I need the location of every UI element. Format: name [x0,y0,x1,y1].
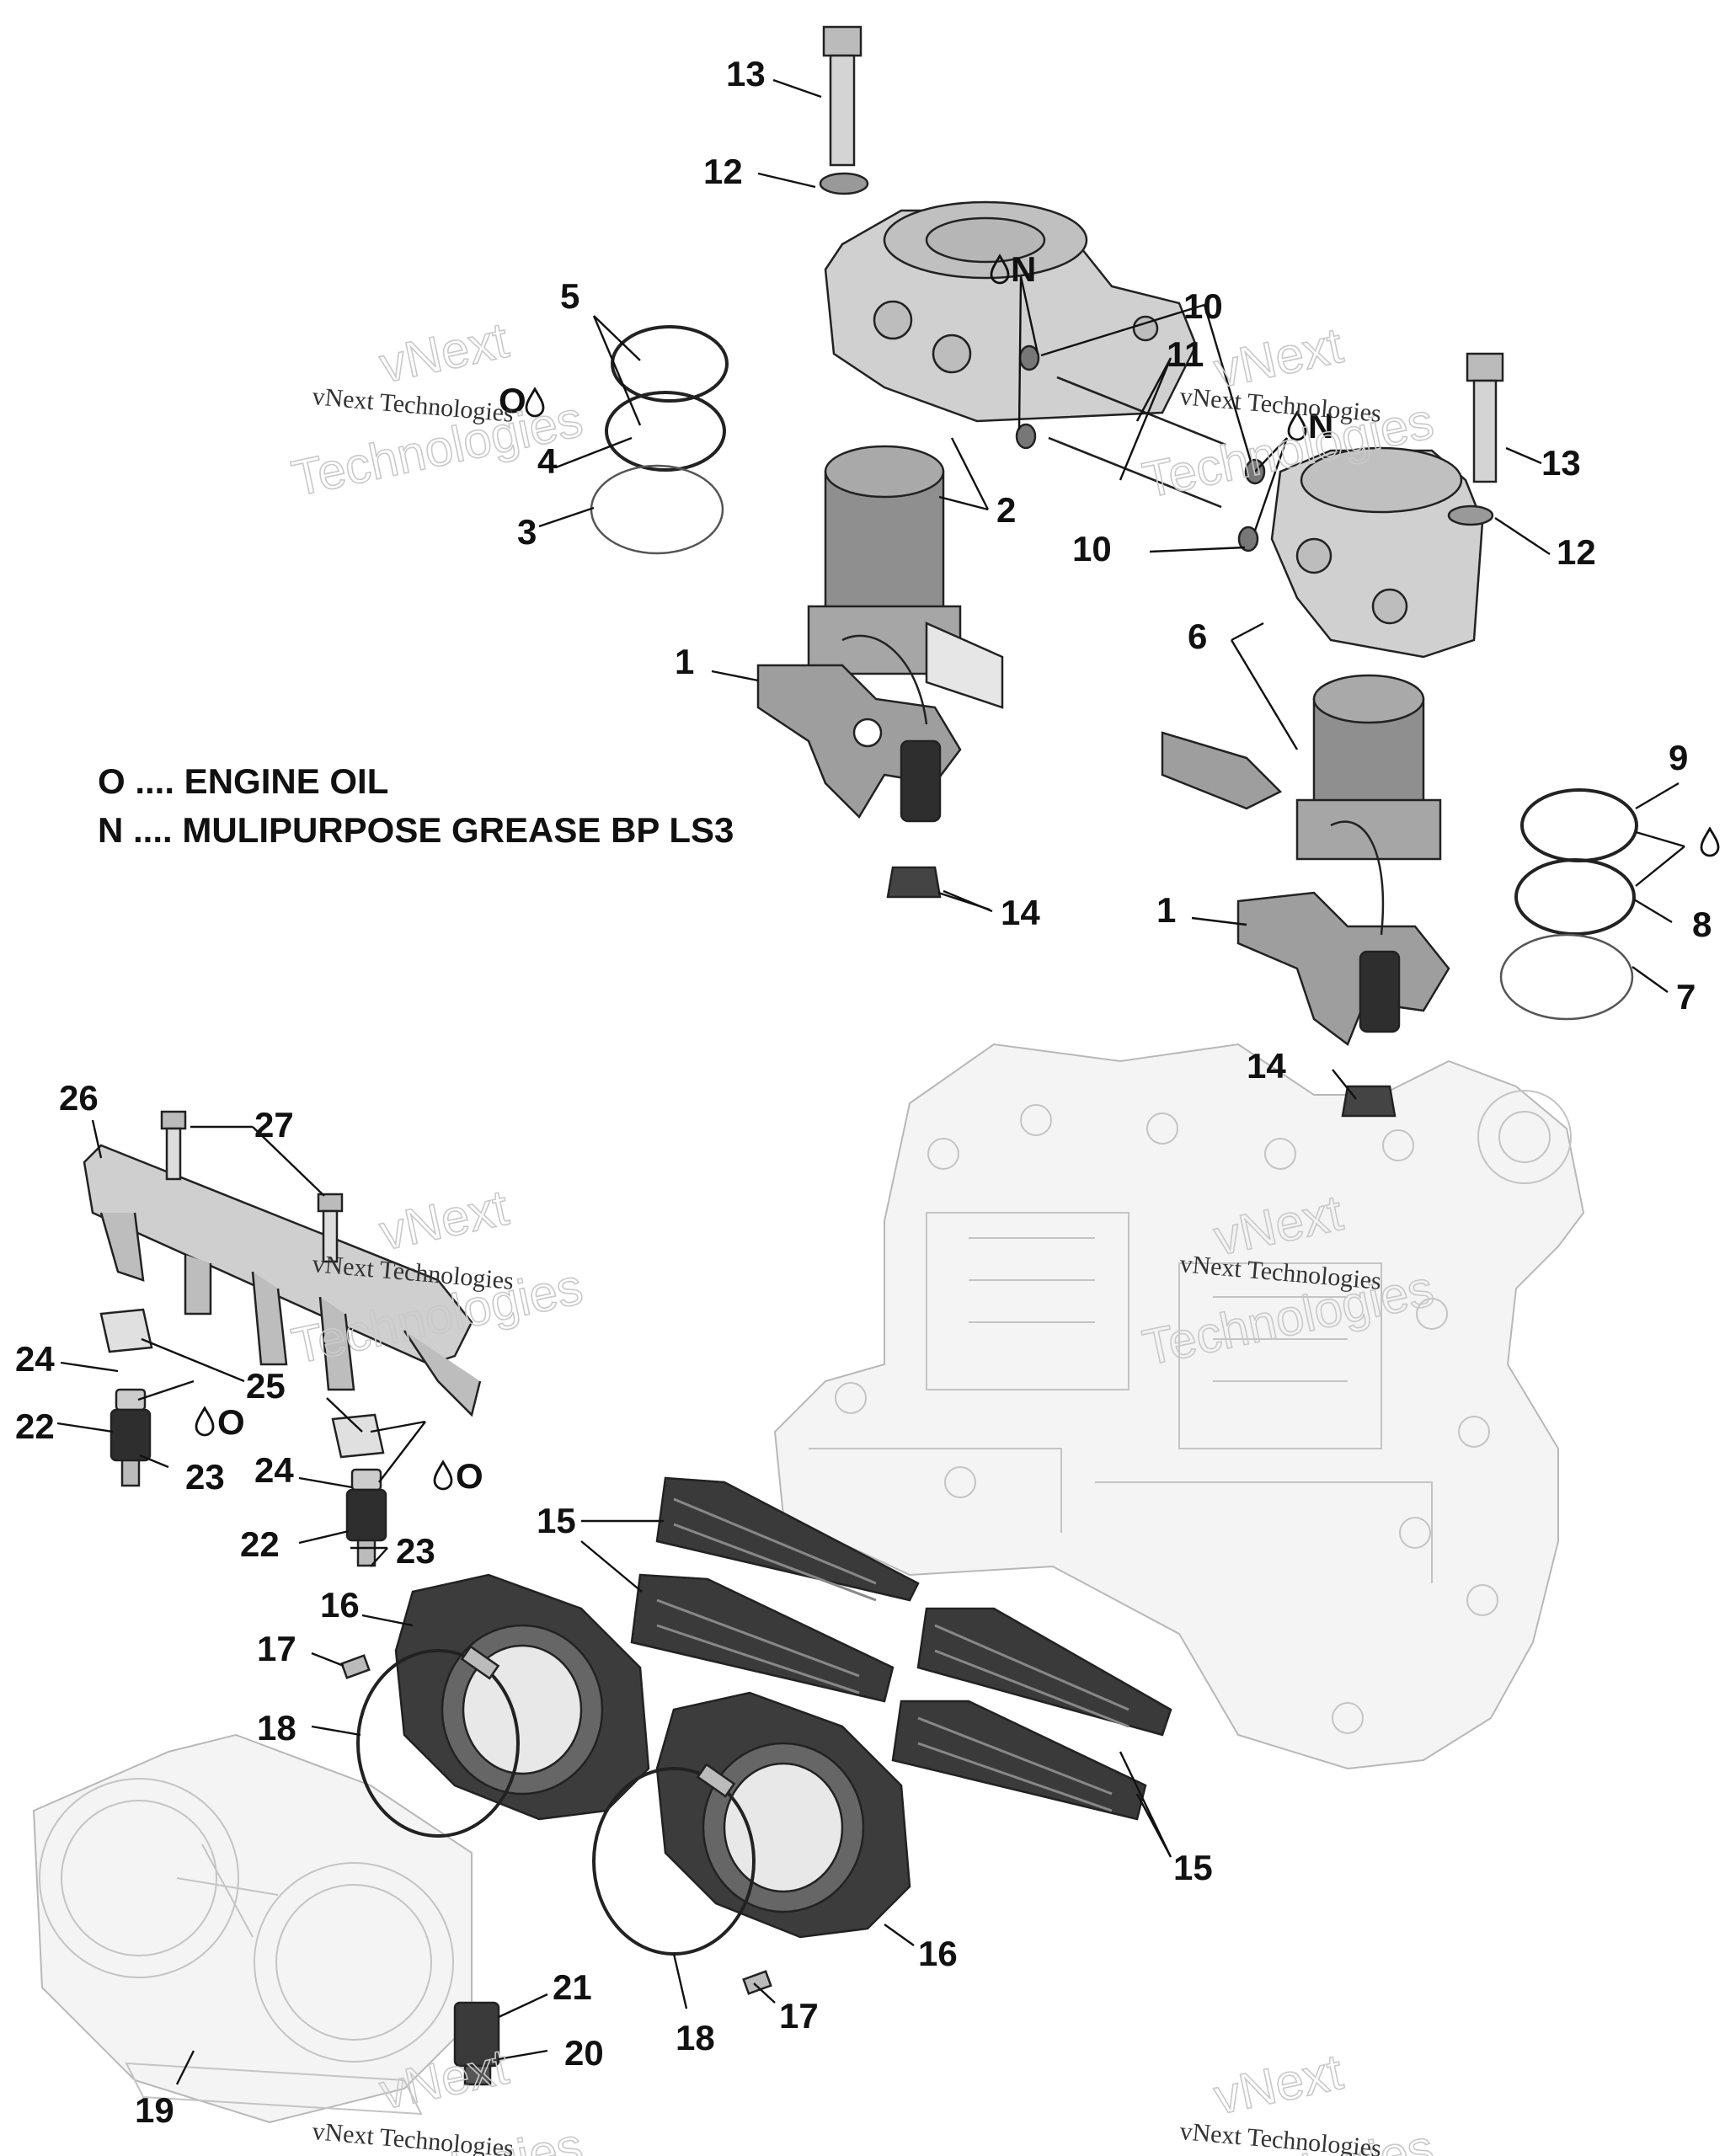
lube-mark-n-top-label: N [1011,249,1036,289]
callout-2: 2 [996,490,1016,530]
engine-block-ghost [773,1043,1585,1770]
callout-6: 6 [1188,616,1207,656]
lube-mark-n-right: N [1287,406,1333,446]
lube-mark-o-injector-left: O [195,1402,245,1442]
intake-manifold-upper [394,1573,650,1821]
washer-12-right [1447,504,1494,526]
o-rings-right-set [1499,788,1638,1021]
screws-17 [340,1654,772,1995]
callout-4: 4 [537,441,558,481]
callout-24-left: 24 [15,1339,55,1379]
clips-25 [99,1308,385,1459]
watermark-small-top-right: vNext Technologies [1178,382,1382,428]
callout-numbers: 13 12 5 4 3 2 2 1 14 10 11 10 13 12 6 6 … [15,54,1712,2130]
callout-8: 8 [1692,905,1712,944]
watermark-brand: vNext [375,312,513,393]
callout-17-right: 17 [779,1996,819,2036]
watermark-brand: vNext [1210,2043,1348,2125]
callout-20: 20 [564,2033,604,2073]
throttle-sensor [453,2001,500,2086]
gasket-right [1236,891,1450,1046]
legend-engine-oil: O .... ENGINE OIL [98,761,388,801]
intake-manifold-lower [655,1691,911,1939]
reed-valve-upper-left [630,1476,920,1703]
callout-27: 27 [254,1105,294,1145]
lube-mark-right-rings [1700,827,1720,857]
callout-18-bottom: 18 [676,2018,715,2057]
lube-mark-o-inj1-label: O [217,1402,245,1442]
oil-filter-housing-right [1270,446,1484,659]
injector-left [109,1388,152,1487]
oil-filter-housing-left [824,200,1198,423]
oil-tubes-11 [1048,376,1226,509]
callout-15-bottom: 15 [1173,1848,1213,1887]
screw-13-right [1466,352,1504,483]
callout-18-left: 18 [257,1708,296,1748]
callout-10-top: 10 [1183,286,1223,326]
callout-14-left: 14 [1001,893,1040,932]
watermark-small-bottom-left: vNext Technologies [311,2117,515,2156]
oil-filter-left [807,445,1004,709]
callout-23-left: 23 [185,1457,225,1497]
reed-valve-lower-right [891,1607,1172,1821]
watermark-small-bottom-right: vNext Technologies [1178,2117,1382,2156]
sensor-left [841,634,942,899]
injector-right [345,1468,387,1567]
callout-13-left: 13 [726,54,766,93]
lube-mark-o-left-rings: O [499,381,545,420]
callout-14-right: 14 [1247,1046,1286,1086]
callout-3: 3 [517,512,537,552]
watermark-small-top-left: vNext Technologies [311,382,515,428]
throttle-body [32,1733,473,2124]
o-rings-left-set [590,325,729,555]
callout-23-right: 23 [396,1531,435,1571]
callout-12-right: 12 [1557,532,1596,572]
callout-1-left: 1 [675,642,694,681]
callout-13-right: 13 [1541,443,1581,483]
callout-16-bottom: 16 [918,1934,958,1973]
legend: O .... ENGINE OIL N .... MULIPURPOSE GRE… [98,761,734,850]
legend-grease: N .... MULIPURPOSE GREASE BP LS3 [98,810,734,850]
callout-1-right: 1 [1156,890,1176,930]
lube-mark-o-injector-right: O [433,1456,483,1496]
fuel-rail [83,1144,482,1417]
lube-mark-n-right-label: N [1308,406,1333,446]
callout-16-top: 16 [320,1585,360,1625]
watermark-brand: vNext [375,1179,513,1261]
callout-5: 5 [560,276,579,316]
callout-24-right: 24 [254,1450,294,1490]
callout-12-left: 12 [703,152,743,191]
callout-22-left: 22 [15,1406,55,1446]
callout-11: 11 [1167,334,1204,374]
lube-mark-o-left-label: O [499,381,526,420]
callout-15-top: 15 [537,1501,576,1540]
bolts-27 [160,1110,344,1263]
callout-25: 25 [246,1366,286,1406]
callout-9: 9 [1669,738,1688,777]
callout-7: 7 [1676,977,1696,1017]
callout-21: 21 [553,1967,592,2007]
callout-26: 26 [59,1078,99,1118]
callout-22-right: 22 [240,1524,280,1564]
oil-filter-right [1161,674,1442,861]
callout-19: 19 [135,2090,174,2130]
washer-12-left [819,172,869,195]
lube-mark-o-inj2-label: O [456,1456,483,1496]
callout-10-bottom: 10 [1072,529,1112,568]
callout-17-left: 17 [257,1629,296,1668]
leader-lines [56,78,1685,2085]
sensor-right [1330,820,1401,1118]
clamps-18 [356,1645,756,1956]
lube-mark-n-top: N [990,249,1036,289]
screw-13-left [822,25,862,167]
